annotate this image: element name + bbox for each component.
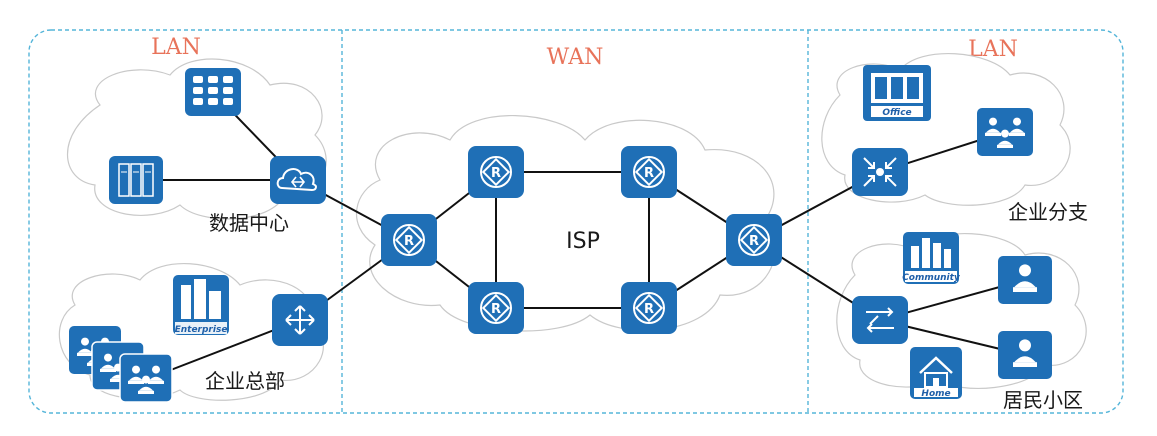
cloud-switch-icon <box>270 156 326 204</box>
storage-icon <box>185 68 241 116</box>
home-icon: Home <box>910 347 962 399</box>
server-icon <box>109 156 163 204</box>
router-icon <box>380 213 438 267</box>
router-icon <box>620 145 678 199</box>
router-icon <box>272 294 328 346</box>
user-icon <box>998 331 1052 379</box>
zone-label-left: LAN <box>151 35 201 60</box>
zone-borders <box>28 29 1124 414</box>
router-icon <box>467 281 525 335</box>
home-caption: Home <box>921 389 950 399</box>
office-caption: Office <box>882 108 911 118</box>
user-group-icon <box>977 108 1033 156</box>
router-icon <box>620 281 678 335</box>
user-group-icon <box>69 326 173 403</box>
data-center-label: 数据中心 <box>209 211 289 235</box>
zone-label-middle: WAN <box>547 45 604 70</box>
residential-label: 居民小区 <box>1003 388 1083 412</box>
office-building-icon: Office <box>863 65 931 121</box>
router-icon <box>725 213 783 267</box>
branch-label: 企业分支 <box>1008 200 1088 224</box>
router-icon <box>467 145 525 199</box>
community-building-icon: Community <box>902 232 961 284</box>
firewall-icon <box>852 148 908 196</box>
community-caption: Community <box>902 273 961 283</box>
switch-icon <box>852 296 908 344</box>
headquarters-label: 企业总部 <box>205 369 285 393</box>
enterprise-building-icon: Enterprise <box>173 275 229 335</box>
enterprise-caption: Enterprise <box>175 325 228 335</box>
isp-label: ISP <box>566 229 600 254</box>
user-icon <box>998 256 1052 304</box>
